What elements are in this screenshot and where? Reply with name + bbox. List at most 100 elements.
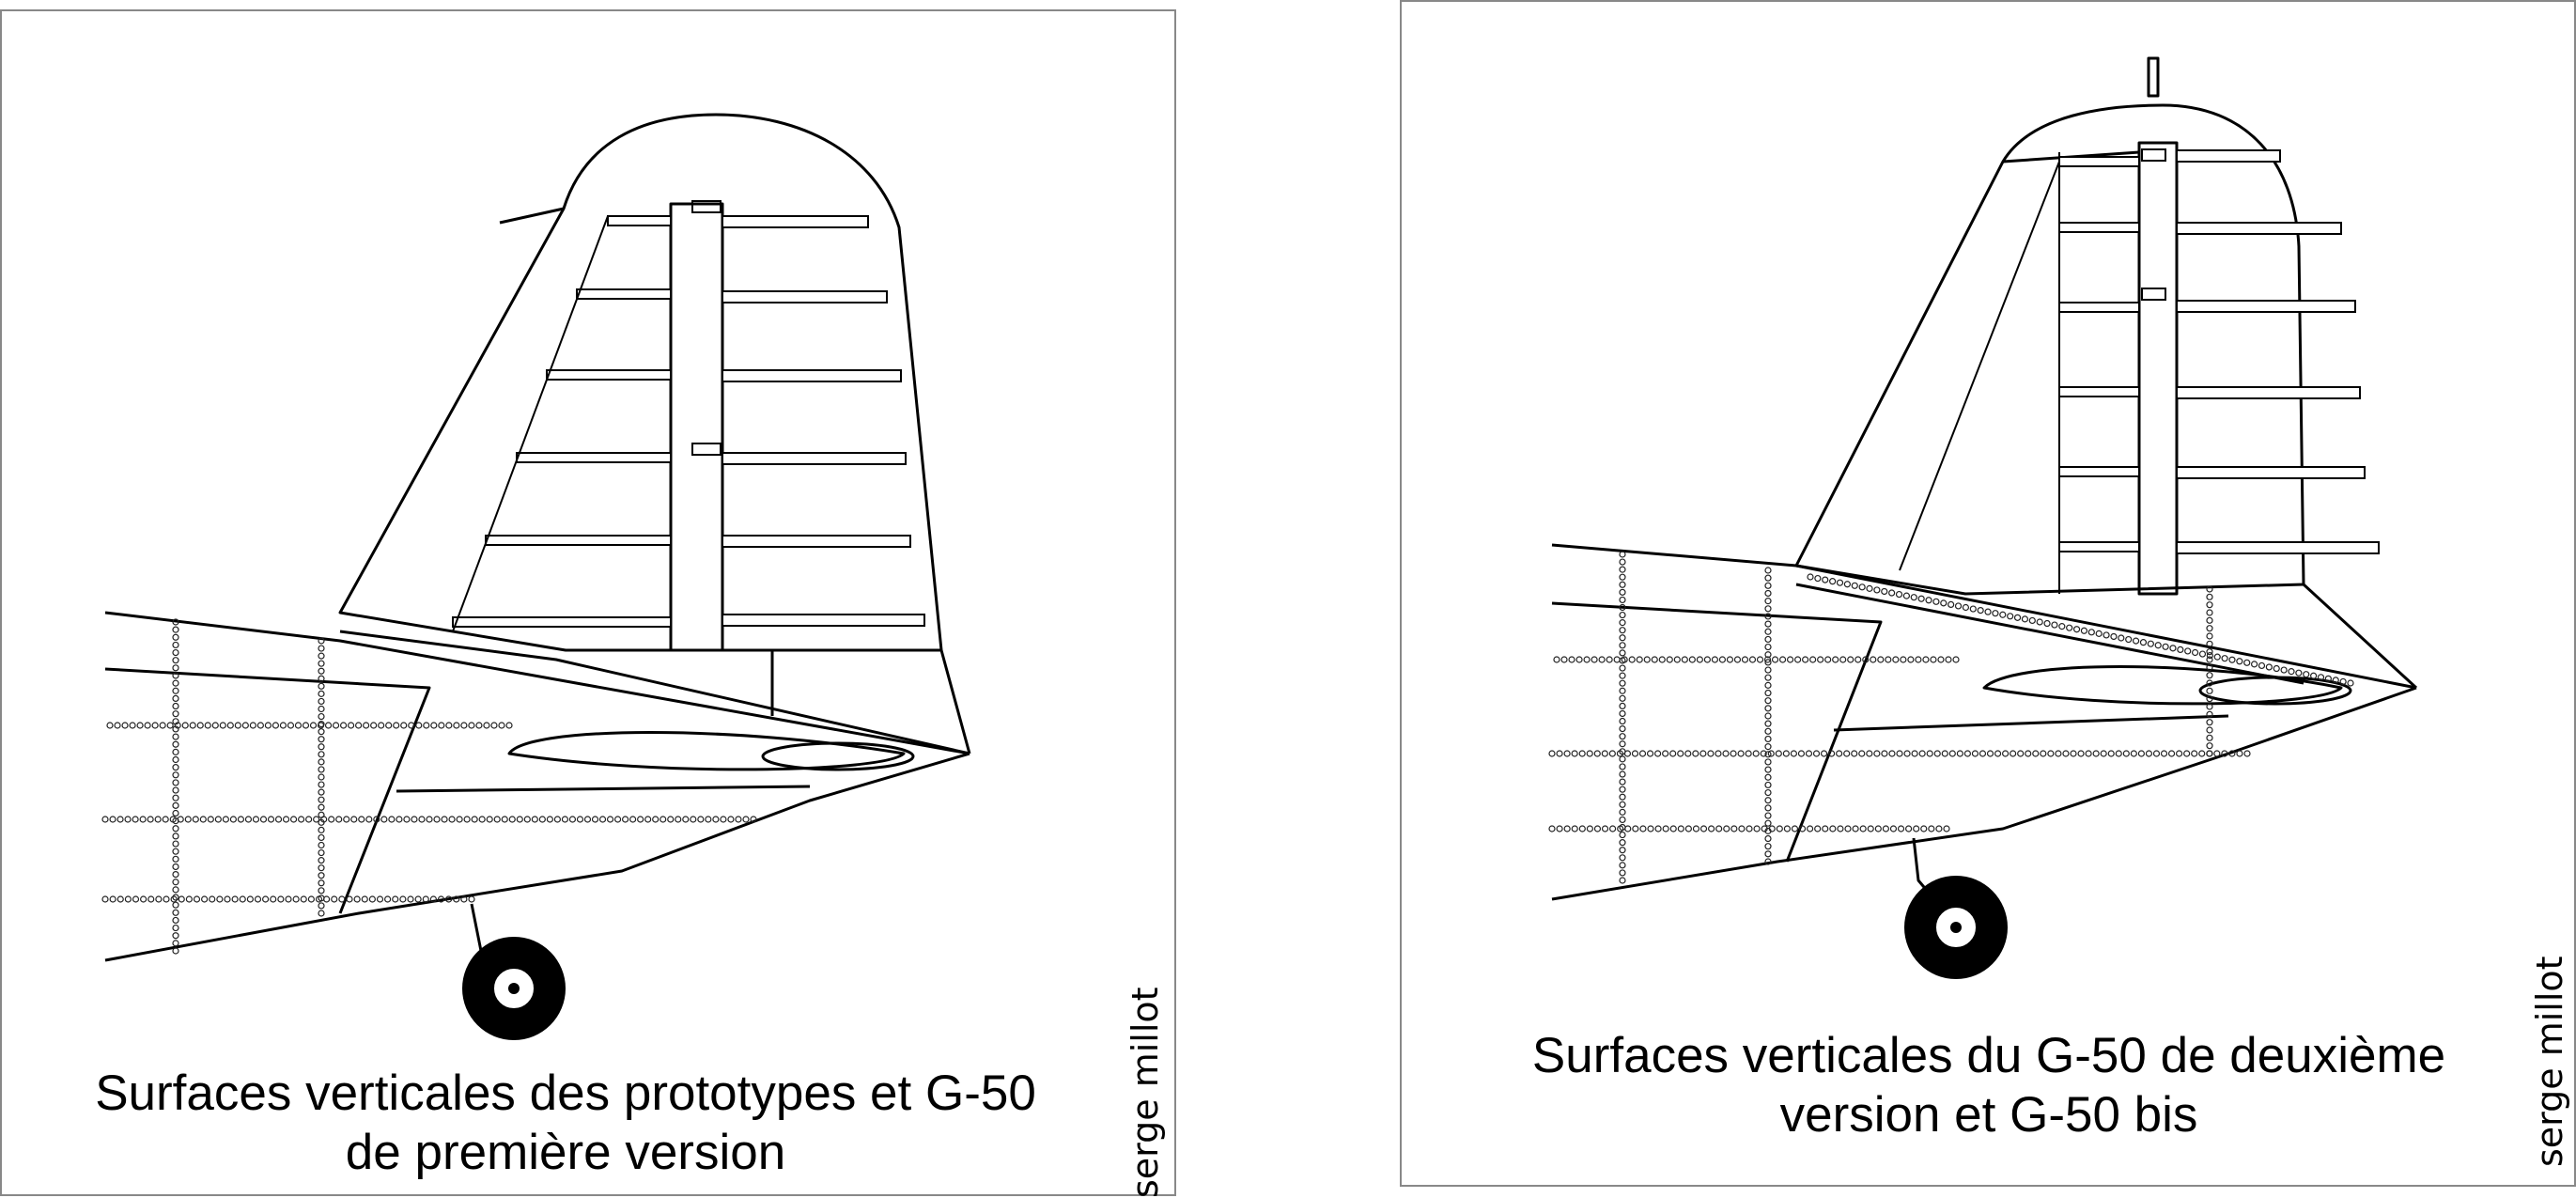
rivet — [318, 788, 325, 796]
rivet — [318, 895, 325, 902]
rivet — [1952, 656, 1960, 663]
rivet — [211, 722, 219, 729]
rivet — [1807, 825, 1814, 832]
rivet — [2339, 677, 2347, 686]
rivet — [1619, 642, 1626, 649]
fuselage-top — [1551, 543, 2417, 690]
rivet — [1903, 750, 1911, 757]
rivet — [1920, 825, 1928, 832]
rivet — [318, 682, 325, 690]
fin-outline — [1794, 103, 2305, 596]
rivet — [318, 887, 325, 895]
rivet — [1571, 825, 1578, 832]
rivet — [318, 645, 325, 652]
rivet — [1764, 788, 1772, 797]
rivet — [1764, 758, 1772, 766]
rivet — [1954, 602, 1963, 610]
rivet — [1866, 750, 1873, 757]
rivet — [1593, 750, 1601, 757]
rivet — [430, 722, 438, 729]
rivet — [1699, 750, 1707, 757]
rivet — [172, 740, 179, 748]
rivet — [1563, 750, 1571, 757]
rivet — [1624, 825, 1632, 832]
rivet — [346, 895, 353, 903]
rivet — [2070, 750, 2077, 757]
fin-ribs — [452, 215, 672, 632]
rivet — [272, 722, 280, 729]
rivet — [172, 672, 179, 679]
rivet — [318, 667, 325, 675]
rivet — [2198, 750, 2206, 757]
rivet — [1619, 649, 1626, 657]
rivet — [490, 722, 498, 729]
rivet — [339, 722, 348, 729]
rivet — [172, 687, 179, 694]
rivet — [1608, 750, 1616, 757]
rivet — [1935, 825, 1943, 832]
rivet — [172, 710, 179, 718]
rivet — [246, 895, 254, 903]
rivet — [1817, 656, 1824, 663]
rivet — [2028, 616, 2036, 625]
rivet — [2206, 593, 2213, 600]
rivet — [343, 816, 350, 823]
rivet — [172, 855, 179, 863]
rivet — [172, 909, 179, 916]
rivet — [2206, 640, 2213, 647]
rivet — [1619, 877, 1626, 884]
rivet — [178, 895, 185, 903]
rivet — [254, 895, 262, 903]
rivet — [1885, 656, 1892, 663]
rivet — [1606, 656, 1613, 663]
rivet — [132, 895, 140, 903]
diagram-panel-second-version: Surfaces verticales du G-50 de deuxième … — [1400, 0, 2576, 1187]
rivet — [422, 895, 429, 903]
rivet — [2206, 734, 2213, 741]
rivet — [1548, 750, 1556, 757]
rivet — [172, 879, 179, 886]
rivet — [1619, 702, 1626, 709]
rivet — [1832, 656, 1839, 663]
rivet — [2221, 750, 2228, 757]
rivet — [363, 722, 370, 729]
rivet — [441, 816, 448, 823]
rivet — [155, 895, 163, 903]
rivet — [448, 816, 456, 823]
rivet — [1707, 750, 1715, 757]
rivet — [237, 816, 245, 823]
rivet — [1726, 656, 1734, 663]
rivet — [1900, 656, 1907, 663]
rivet — [318, 826, 325, 833]
rivet — [2137, 750, 2145, 757]
rivet — [2066, 624, 2073, 631]
rivet — [1956, 750, 1963, 757]
rivet — [204, 722, 211, 729]
rivet — [1753, 825, 1761, 832]
rivet — [302, 722, 310, 729]
rivet — [1764, 674, 1772, 681]
rivet — [1999, 611, 2007, 618]
rivet — [172, 886, 179, 894]
rivet — [1548, 825, 1556, 832]
rivet — [1852, 825, 1859, 832]
rivet — [1619, 823, 1626, 832]
rivet — [2118, 634, 2125, 642]
rivet — [2147, 640, 2154, 647]
rivet — [453, 895, 460, 903]
rivet — [1619, 694, 1626, 702]
rivet — [1786, 656, 1794, 663]
rivet — [1986, 750, 1994, 757]
rivet — [184, 816, 192, 823]
rivet — [2191, 750, 2198, 757]
tailplane — [1982, 665, 2343, 706]
rivet — [1858, 583, 1866, 591]
rivet — [2213, 653, 2221, 661]
rivet — [1888, 589, 1896, 597]
rivet — [403, 816, 411, 823]
rivet — [1760, 750, 1767, 757]
rivet — [1913, 825, 1920, 832]
rivet — [468, 895, 475, 903]
rivet — [139, 816, 147, 823]
rivet — [1843, 750, 1851, 757]
